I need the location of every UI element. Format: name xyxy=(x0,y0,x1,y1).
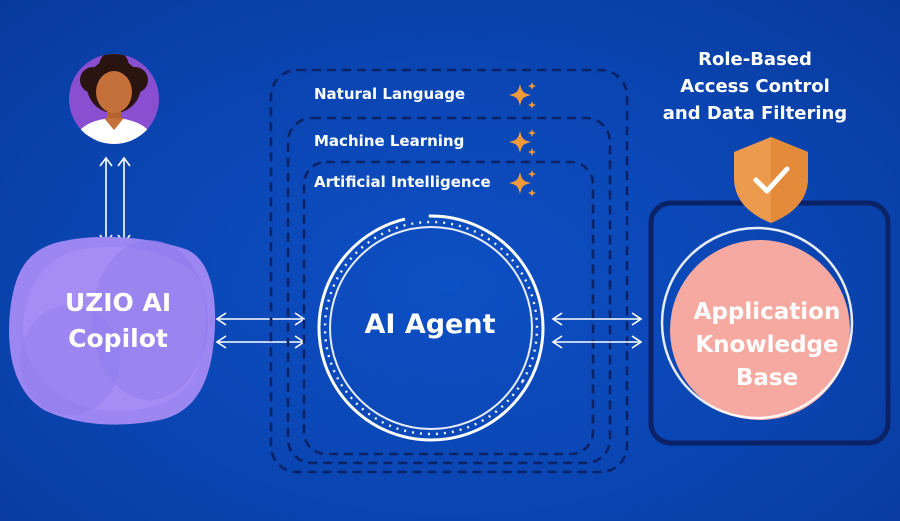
sparkle-icon-2 xyxy=(509,129,536,156)
copilot-label-line1: UZIO AI xyxy=(64,288,172,317)
copilot-agent-arrows xyxy=(215,312,306,349)
knowledge-base-circle xyxy=(660,226,854,420)
access-control-line1: Role-Based xyxy=(698,49,812,70)
sparkle-icon-1 xyxy=(509,82,536,109)
user-copilot-arrows xyxy=(99,156,131,245)
frame-artificial-intelligence xyxy=(302,160,595,456)
access-control-label: Role-Based Access Control and Data Filte… xyxy=(655,46,855,127)
layer-frames xyxy=(269,68,629,474)
user-avatar-icon xyxy=(69,54,159,144)
layer-label-natural-language: Natural Language xyxy=(314,85,466,103)
knowledge-base-line2: Knowledge xyxy=(695,332,839,358)
sparkle-icon-3 xyxy=(509,170,536,197)
agent-kb-arrows xyxy=(551,312,643,349)
access-control-line2: Access Control xyxy=(680,76,830,97)
shield-check-icon xyxy=(734,137,808,223)
layer-label-artificial-intelligence: Artificial Intelligence xyxy=(314,173,491,191)
agent-circle xyxy=(317,214,545,442)
agent-dotted-ring xyxy=(323,220,539,436)
frame-machine-learning xyxy=(286,116,612,465)
copilot-label-line2: Copilot xyxy=(68,324,168,353)
copilot-label: UZIO AI Copilot xyxy=(28,285,208,357)
frame-natural-language xyxy=(269,68,629,474)
knowledge-base-line1: Application xyxy=(693,299,841,325)
copilot-blob xyxy=(9,236,216,425)
agent-label: AI Agent xyxy=(364,309,496,340)
knowledge-base-label: Application Knowledge Base xyxy=(672,296,862,395)
access-control-line3: and Data Filtering xyxy=(662,103,848,124)
knowledge-base-line3: Base xyxy=(735,365,799,391)
layer-label-machine-learning: Machine Learning xyxy=(314,132,465,150)
